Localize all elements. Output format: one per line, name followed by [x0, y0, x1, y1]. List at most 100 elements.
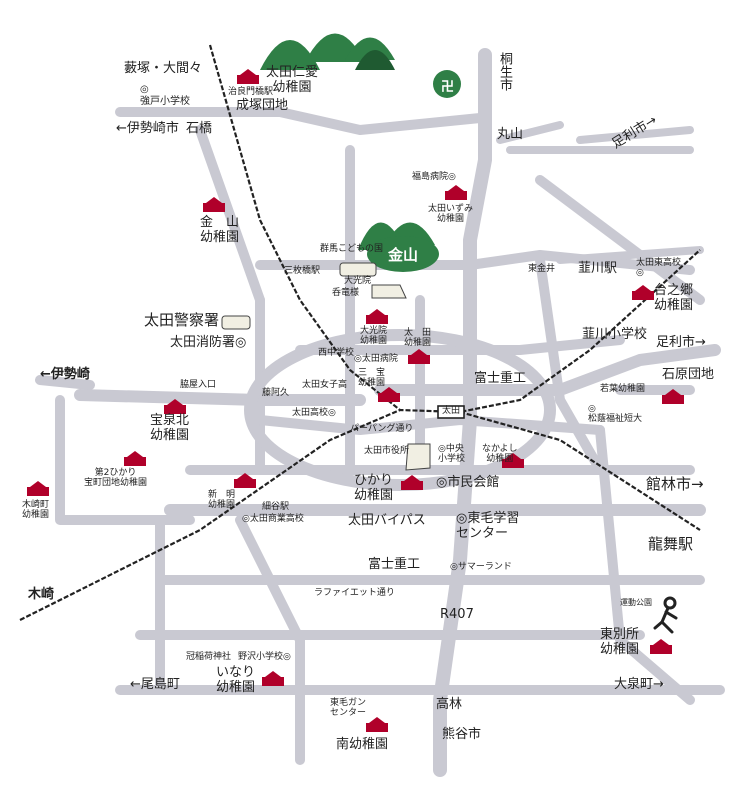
- label-ishibashi: 石橋: [186, 121, 213, 136]
- label-fuji-heavy-south: 富士重工: [368, 557, 421, 572]
- road-maruyama-link: [496, 121, 564, 144]
- label-ota-station-sign: 太田: [442, 406, 461, 416]
- label-ota-police: 太田警察署: [144, 311, 220, 329]
- road-east-ota: [556, 246, 704, 264]
- kindergarten-label: 三 宝 幼稚園: [358, 368, 386, 389]
- direction-kumagaya: 熊谷市: [442, 727, 482, 742]
- road-sw-diag: [235, 515, 305, 705]
- road-west-main: [74, 389, 366, 406]
- label-text: 松蔭福祉短大: [588, 414, 643, 425]
- road-ashikaga-ne: [576, 126, 694, 144]
- road-east-vertical: [535, 255, 605, 475]
- kanayama-mountain-icon: [367, 236, 439, 272]
- circle-facility-icon: ◎: [636, 268, 644, 279]
- road-se: [595, 425, 695, 705]
- label-ota-girls-hs: 太田女子高: [302, 380, 348, 390]
- kindergarten-marker-icon: [237, 69, 259, 84]
- direction-isesaki: ←伊勢崎: [40, 367, 90, 382]
- railway-kizaki-line: [19, 408, 401, 621]
- kindergarten-label: 若葉幼稚園: [600, 384, 646, 394]
- label-gunma-kodomo: 群馬こどもの国: [320, 244, 384, 254]
- railway-ryumai-line: [459, 410, 701, 531]
- ring-road: [244, 329, 556, 491]
- road-north: [115, 107, 485, 135]
- kodomo-no-kuni-building: [339, 262, 377, 277]
- label-nirakawa-school: 韮川小学校: [582, 327, 648, 342]
- road-ne-diag: [535, 175, 705, 305]
- mountain-icon: [260, 40, 320, 70]
- label-sanmaibashi-station: 三枚橋駅: [284, 266, 321, 276]
- label-ota-hs: 太田高校◎: [292, 408, 336, 418]
- road-east-main: [374, 344, 721, 396]
- label-fujiaku: 藤阿久: [262, 388, 290, 398]
- station-icon: [437, 405, 465, 419]
- label-kyodo-school: ◎強戸小学校: [140, 84, 190, 107]
- kindergarten-label: 新 明 幼稚園: [208, 490, 236, 511]
- label-summerland: ◎サマーランド: [450, 562, 512, 572]
- road-west-isesaki: [35, 375, 95, 390]
- road-network: [35, 48, 725, 777]
- mountain-icon: [355, 50, 395, 70]
- label-maruyama: 丸山: [497, 127, 524, 142]
- label-daikoin: 大光院: [344, 276, 372, 286]
- label-shimin-kaikan: ◎市民会館: [436, 475, 500, 490]
- road-parking: [255, 415, 605, 435]
- police-building: [221, 315, 251, 330]
- label-ota-bypass: 太田バイパス: [348, 513, 426, 528]
- circle-facility-icon: ◎: [588, 404, 596, 414]
- kindergarten-label: 太田いずみ 幼稚園: [428, 204, 474, 225]
- kindergarten-label: ひかり 幼稚園: [354, 473, 394, 503]
- direction-ojima: ←尾島町: [130, 677, 180, 692]
- label-nozawa-school: 野沢小学校◎: [238, 652, 291, 662]
- label-ota-hospital: ◎太田病院: [354, 354, 398, 364]
- kindergarten-marker-icon: [203, 197, 225, 212]
- kindergarten-marker-icon: [262, 671, 284, 686]
- label-r407: R407: [440, 607, 474, 622]
- kindergarten-label: 太 田 幼稚園: [404, 328, 432, 349]
- park-runner-icon: [653, 596, 678, 634]
- label-lafayette: ラファイエット通り: [314, 588, 395, 598]
- road-central: [295, 335, 625, 355]
- label-kanayama: 金山: [388, 246, 419, 264]
- kindergarten-label: 第2ひかり 宝町団地幼稚園: [84, 468, 148, 489]
- direction-kizaki: 木崎: [28, 587, 55, 602]
- label-kan-inari: 冠稲荷神社: [186, 652, 232, 662]
- kindergarten-label: 金 山 幼稚園: [200, 215, 240, 245]
- label-city-hall: 太田市役所: [364, 446, 410, 456]
- label-nishi-middle: 西中学校: [318, 348, 355, 358]
- label-shorei-college: ◎松蔭福祉短大: [588, 404, 642, 425]
- label-takabayashi: 高林: [436, 697, 463, 712]
- kindergarten-label: 南幼稚園: [336, 737, 389, 752]
- kindergarten-marker-icon: [234, 473, 256, 488]
- kindergarten-marker-icon: [366, 309, 388, 324]
- kindergarten-marker-icon: [662, 389, 684, 404]
- label-ishihara: 石原団地: [662, 367, 715, 382]
- mountain-group-north: [260, 33, 395, 70]
- direction-yabuzuka: 藪塚・大間々: [124, 61, 203, 76]
- railway-lines: [19, 44, 701, 621]
- kindergarten-marker-icon: [502, 453, 524, 468]
- kindergarten-marker-icon: [632, 285, 654, 300]
- label-station-north: 治良門橋駅: [228, 87, 274, 97]
- road-nw-diag: [195, 125, 265, 305]
- kindergarten-label: いなり 幼稚園: [216, 665, 256, 695]
- label-sekiya: 脇屋入口: [180, 380, 217, 390]
- label-nirakawa-station: 韮川駅: [578, 261, 618, 276]
- direction-tatebayashi: 館林市→: [646, 475, 704, 493]
- daikoin-building: [371, 284, 407, 299]
- label-tomo-gakushu: ◎東毛学習 センター: [456, 511, 520, 541]
- label-ota-higashi-hs: 太田東高校◎: [636, 258, 681, 279]
- kindergarten-label: 宝泉北 幼稚園: [150, 413, 190, 443]
- kindergarten-marker-icon: [650, 639, 672, 654]
- kindergarten-marker-icon: [445, 185, 467, 200]
- road-kizaki-block: [55, 395, 195, 525]
- kindergarten-label: 大光院 幼稚園: [360, 326, 388, 347]
- label-ota-fire: 太田消防署◎: [170, 335, 247, 350]
- label-park: 運動公園: [620, 598, 652, 607]
- label-hosoya-station: 細谷駅: [262, 502, 290, 512]
- direction-isesaki-city: ←伊勢崎市: [116, 121, 179, 136]
- label-fukushima-hospital: 福島病院◎: [412, 172, 456, 182]
- city-hall-building: [405, 443, 431, 471]
